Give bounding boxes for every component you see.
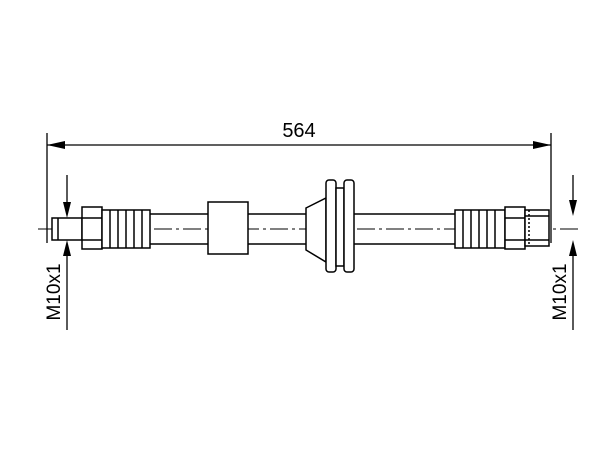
length-label: 564 xyxy=(282,120,315,142)
bracket-grommet xyxy=(207,201,249,255)
left-thread-callout xyxy=(63,175,71,330)
right-thread-label: M10x1 xyxy=(550,263,571,320)
hose-body xyxy=(150,213,455,245)
mounting-flange xyxy=(305,179,355,273)
right-thread-callout xyxy=(569,175,577,330)
arrowhead-left xyxy=(47,141,65,149)
right-end-fitting xyxy=(454,206,550,250)
arrowhead-right xyxy=(533,141,551,149)
left-threaded-stub xyxy=(51,217,83,241)
left-thread-label: M10x1 xyxy=(44,263,65,320)
left-hex-nut xyxy=(81,206,103,250)
left-end-fitting xyxy=(51,206,151,250)
right-hex-nut xyxy=(504,206,526,250)
overall-length-dimension xyxy=(46,133,552,243)
